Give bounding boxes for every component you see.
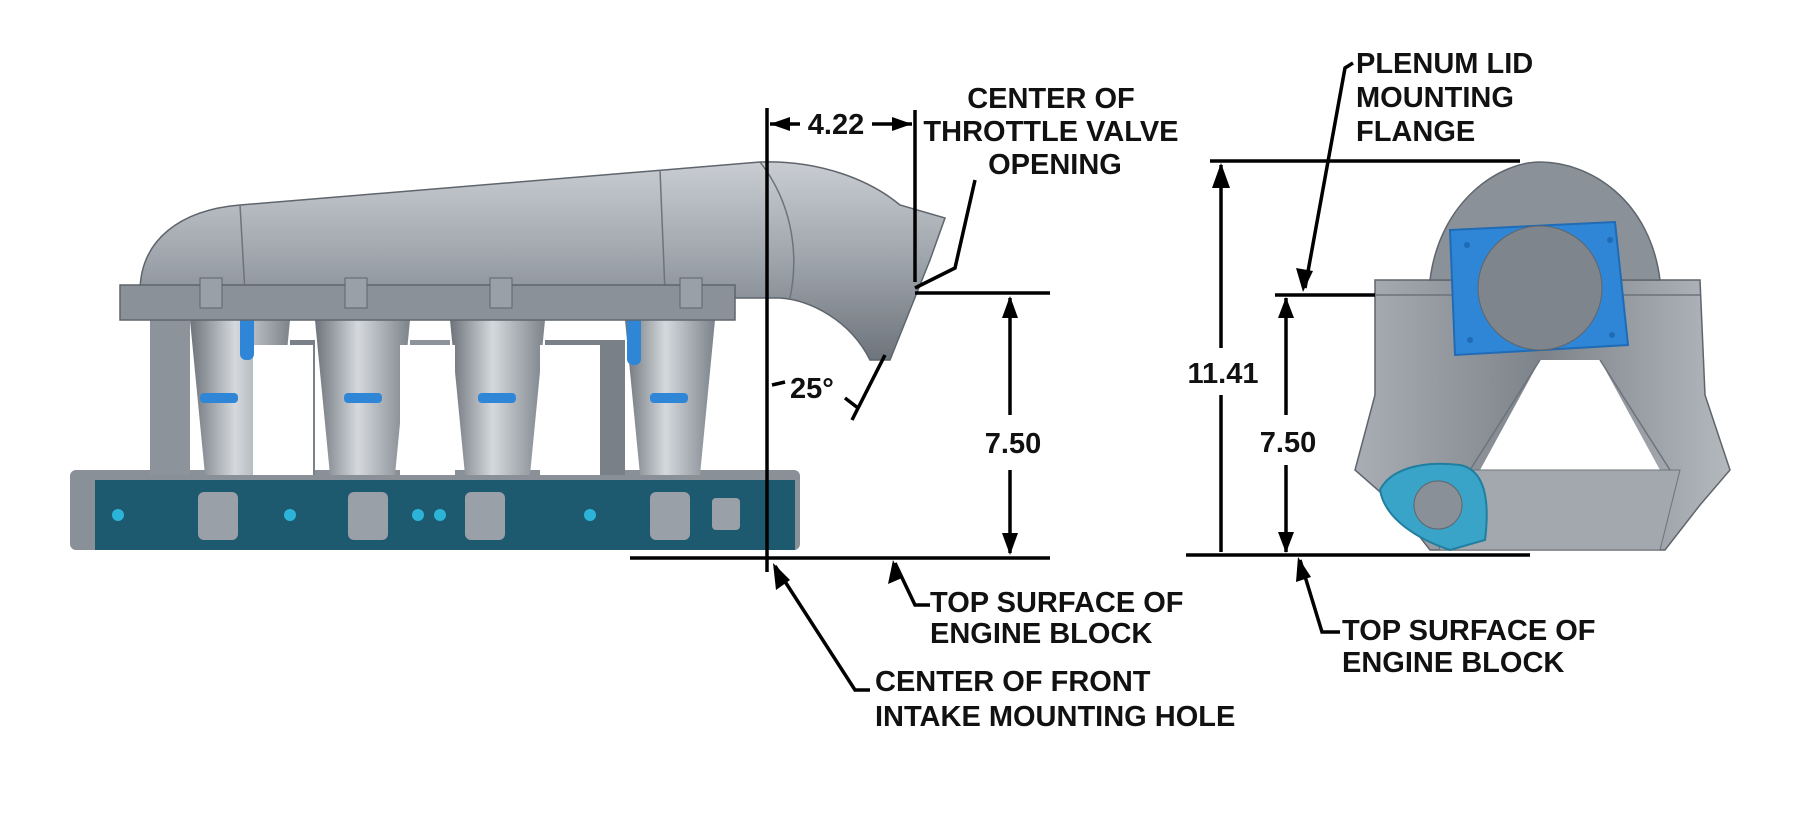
angle-value: 25°: [790, 373, 834, 405]
dim-vertical-value: 7.50: [985, 428, 1041, 460]
runner-gap: [1480, 360, 1660, 470]
water-outlet-flange: [1378, 462, 1488, 552]
front-view: 11.41 7.50 PLENUM LID MOUNTING FLANGE TO…: [1186, 48, 1731, 679]
runners: [150, 320, 715, 475]
dim-total-value: 11.41: [1188, 358, 1259, 390]
throttle-leader: [914, 179, 977, 290]
dim-7-50-side: 7.50: [985, 296, 1041, 555]
front-surface-label: TOP SURFACE OF ENGINE BLOCK: [1342, 615, 1604, 679]
dim-horizontal-value: 4.22: [808, 109, 864, 141]
ports: [198, 492, 740, 540]
front-hole-label: CENTER OF FRONT INTAKE MOUNTING HOLE: [875, 666, 1235, 733]
throttle-flange: [1448, 220, 1630, 357]
dim-11-41: 11.41: [1188, 163, 1259, 552]
side-view: 4.22 7.50 25° CENTER OF THROTTLE VALVE O…: [70, 83, 1235, 733]
dim-flange-value: 7.50: [1260, 427, 1316, 459]
bolt-holes: [112, 509, 596, 521]
angle-25: 25°: [771, 354, 887, 421]
manifold-front-illustration: [1354, 161, 1731, 552]
manifold-side-illustration: [70, 161, 946, 550]
throttle-label: CENTER OF THROTTLE VALVE OPENING: [923, 83, 1186, 181]
side-surface-label: TOP SURFACE OF ENGINE BLOCK: [930, 587, 1192, 650]
flange-leader: [1303, 61, 1354, 289]
plenum: [139, 161, 946, 361]
flange-label: PLENUM LID MOUNTING FLANGE: [1356, 48, 1541, 148]
dim-4-22: 4.22: [770, 109, 912, 141]
dim-7-50-front: 7.50: [1260, 297, 1316, 553]
